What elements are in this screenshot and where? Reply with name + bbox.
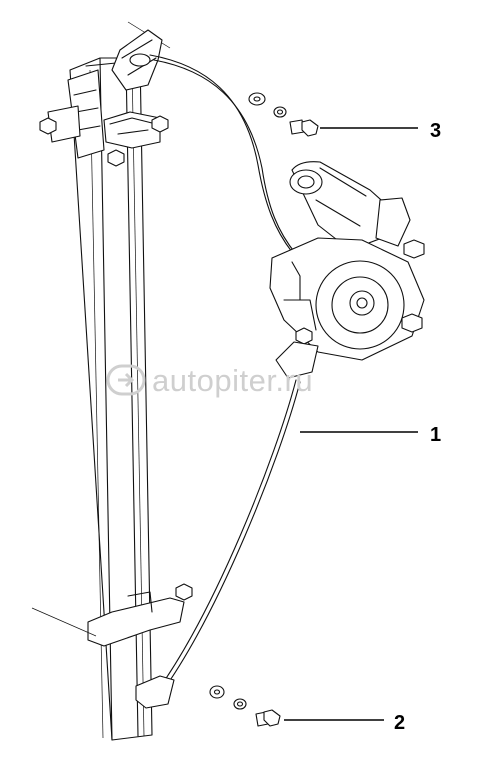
upper-pulley-bracket	[39, 29, 169, 167]
callout-2: 2	[394, 712, 405, 734]
watermark: autopiter.ru	[106, 363, 313, 398]
watermark-logo-icon	[106, 364, 146, 396]
fastener-set-upper	[248, 92, 319, 137]
lower-carrier-bracket	[31, 583, 193, 709]
watermark-arrow-icon	[118, 372, 135, 388]
fastener-set-lower	[209, 685, 281, 727]
motor-assembly	[269, 161, 425, 379]
callout-3: 3	[430, 120, 441, 142]
watermark-text: autopiter.ru	[152, 363, 313, 398]
regulator-cable	[149, 54, 301, 693]
callout-1: 1	[430, 424, 441, 446]
